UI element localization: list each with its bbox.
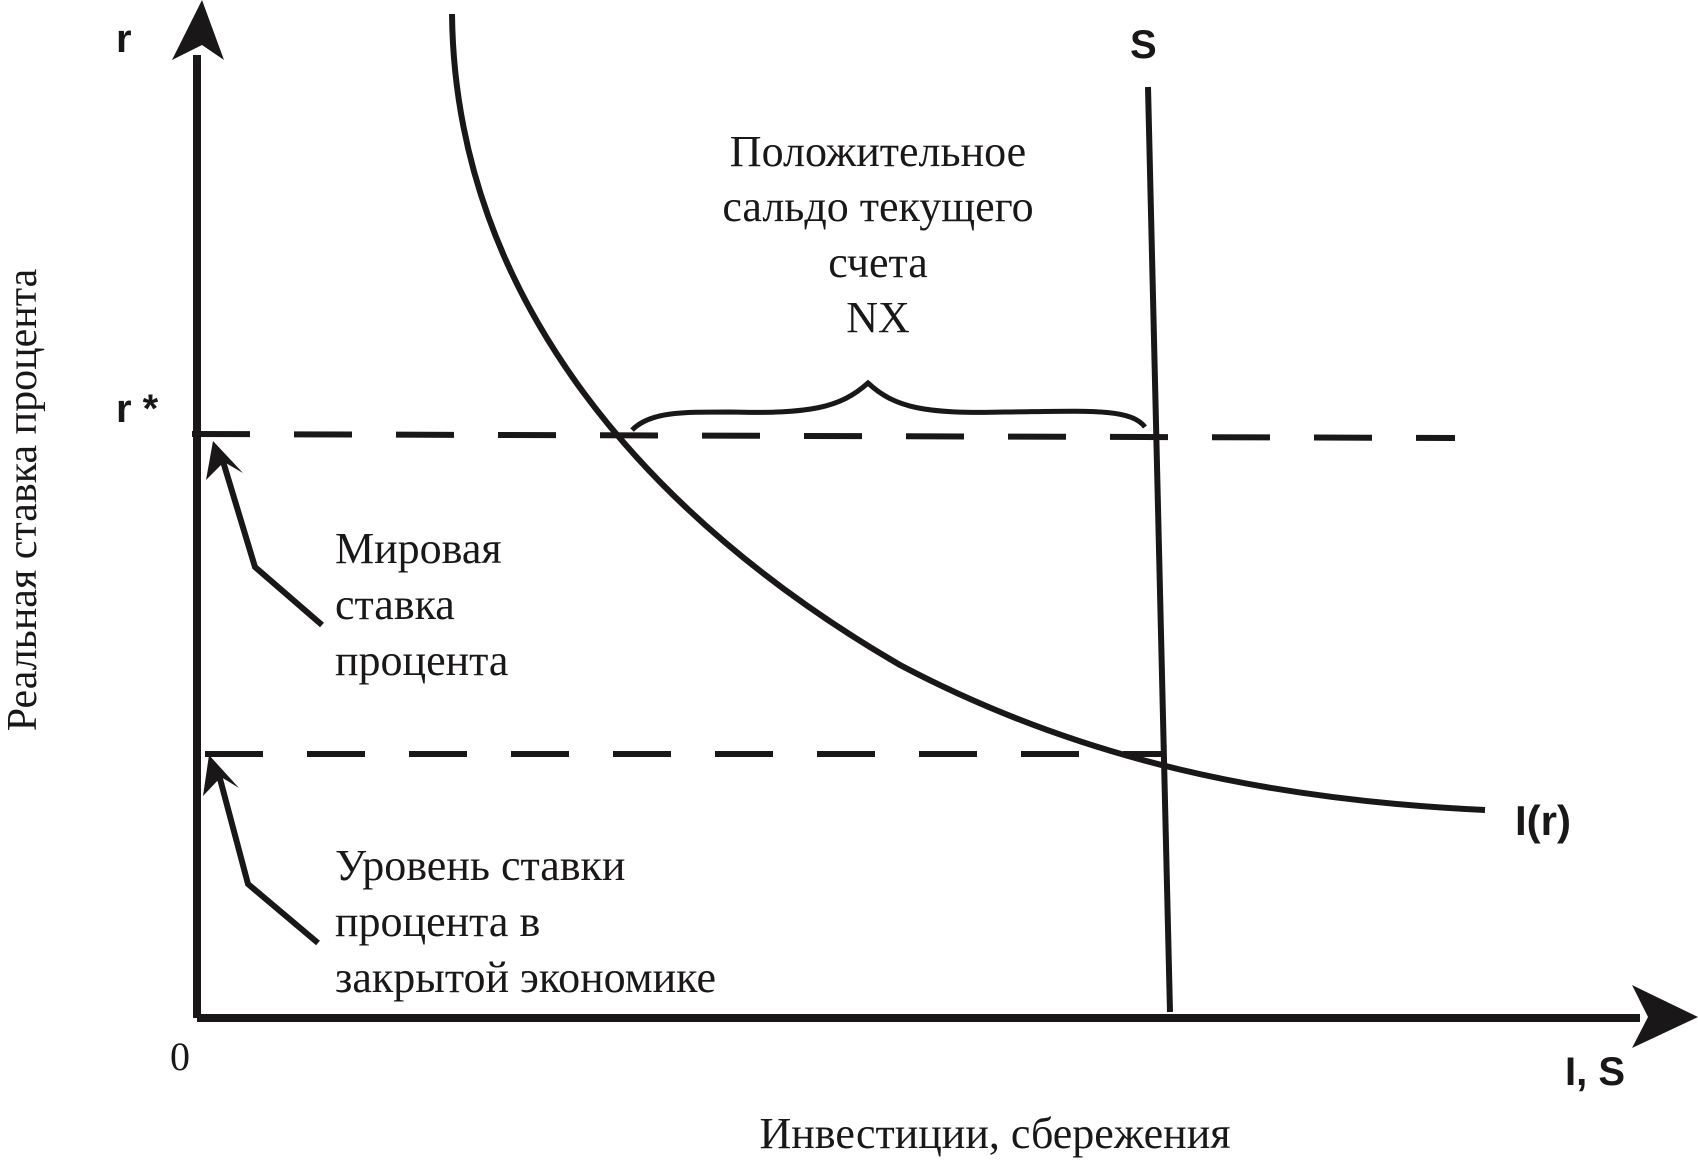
i-curve-label: I(r) bbox=[1515, 797, 1571, 844]
r-star-label: r * bbox=[116, 387, 159, 431]
nx-brace bbox=[630, 379, 1147, 432]
y-axis-arrowhead bbox=[172, 0, 224, 60]
world-rate-line-1: Мировая bbox=[335, 524, 502, 573]
world-rate-line-3: процента bbox=[335, 636, 508, 685]
closed-rate-line-3: закрытой экономике bbox=[335, 953, 716, 1002]
closed-rate-annotation: Уровень ставки процента в закрытой эконо… bbox=[335, 841, 716, 1002]
investment-curve bbox=[449, 13, 1486, 813]
y-axis-title: Реальная ставка процента bbox=[0, 268, 46, 731]
origin-label: 0 bbox=[170, 1034, 190, 1079]
world-rate-line-2: ставка bbox=[335, 580, 455, 629]
world-rate-pointer-arrowhead bbox=[206, 441, 243, 480]
closed-rate-pointer bbox=[216, 774, 320, 946]
x-axis-title: Инвестиции, сбережения bbox=[759, 1109, 1230, 1158]
y-axis-symbol: r bbox=[116, 17, 132, 61]
world-rate-line bbox=[191, 431, 1456, 441]
x-axis-arrowhead bbox=[1632, 985, 1698, 1048]
nx-annotation: Положительное сальдо текущего счета NX bbox=[722, 127, 1033, 342]
closed-rate-line-2: процента в bbox=[335, 897, 540, 946]
nx-line-1: Положительное bbox=[730, 127, 1026, 176]
s-curve-label: S bbox=[1130, 23, 1157, 67]
closed-rate-line-1: Уровень ставки bbox=[335, 841, 625, 890]
closed-rate-pointer-arrowhead bbox=[203, 755, 239, 796]
nx-line-4: NX bbox=[846, 293, 910, 342]
world-rate-pointer bbox=[219, 457, 324, 628]
nx-line-3: счета bbox=[828, 238, 928, 287]
nx-line-2: сальдо текущего bbox=[722, 182, 1033, 231]
x-axis-symbol: I, S bbox=[1565, 1050, 1625, 1094]
savings-line bbox=[1145, 86, 1173, 1013]
world-rate-annotation: Мировая ставка процента bbox=[335, 524, 508, 685]
